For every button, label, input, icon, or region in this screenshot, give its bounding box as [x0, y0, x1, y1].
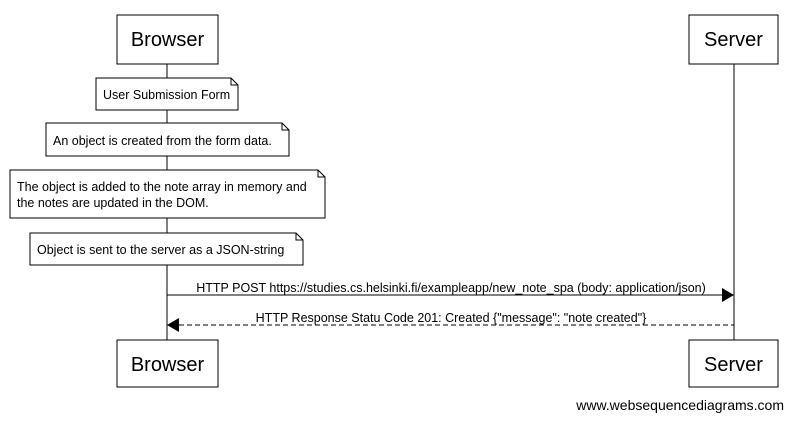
note-text: An object is created from the form data.	[53, 134, 272, 148]
message-http-response: HTTP Response Statu Code 201: Created {"…	[167, 311, 734, 332]
browser-participant-bottom: Browser	[116, 339, 219, 388]
note-text: User Submission Form	[103, 88, 230, 102]
arrowhead-left-icon	[167, 318, 179, 332]
arrowhead-right-icon	[722, 288, 734, 302]
browser-participant-top: Browser	[116, 14, 219, 65]
note-object-added-to-array: The object is added to the note array in…	[9, 169, 326, 219]
note-object-sent-json: Object is sent to the server as a JSON-s…	[29, 232, 304, 266]
browser-participant-label: Browser	[131, 354, 205, 376]
watermark-text: www.websequencediagrams.com	[576, 397, 784, 413]
note-text-line-1: The object is added to the note array in…	[17, 180, 307, 194]
browser-participant-label: Browser	[131, 29, 205, 51]
message-http-post: HTTP POST https://studies.cs.helsinki.fi…	[167, 281, 734, 302]
note-text: Object is sent to the server as a JSON-s…	[37, 243, 284, 257]
message-label: HTTP Response Statu Code 201: Created {"…	[256, 311, 647, 325]
note-user-submission-form: User Submission Form	[95, 77, 239, 111]
server-participant-label: Server	[704, 354, 763, 376]
server-participant-label: Server	[704, 29, 763, 51]
note-object-created: An object is created from the form data.	[45, 122, 290, 157]
message-label: HTTP POST https://studies.cs.helsinki.fi…	[196, 281, 706, 295]
server-participant-top: Server	[688, 14, 779, 65]
server-participant-bottom: Server	[688, 339, 779, 388]
note-text-line-2: the notes are updated in the DOM.	[17, 196, 209, 210]
